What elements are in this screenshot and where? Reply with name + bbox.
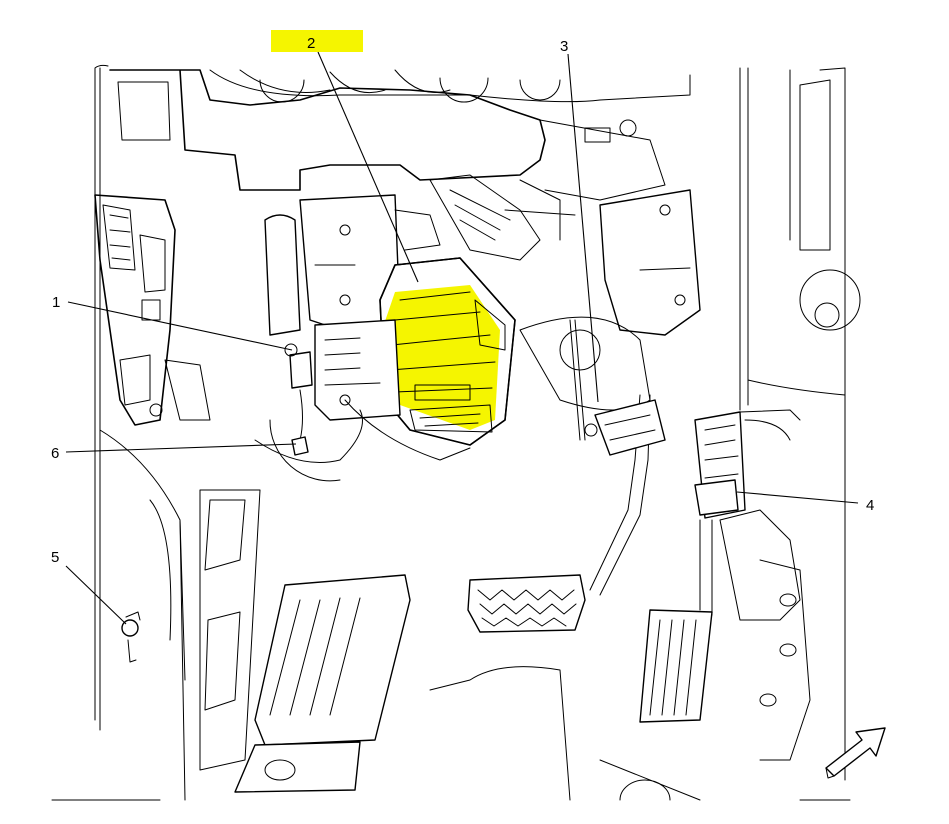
leader-line-2 bbox=[317, 51, 419, 283]
leader-line-1 bbox=[67, 301, 293, 351]
callout-label-2: 2 bbox=[307, 35, 315, 52]
right-a-pillar bbox=[747, 69, 861, 396]
instrument-panel bbox=[109, 69, 691, 241]
leader-line-4 bbox=[736, 491, 859, 504]
leader-line-3 bbox=[567, 53, 599, 403]
callout-label-4: 4 bbox=[866, 497, 874, 514]
accelerator-pedal bbox=[639, 609, 713, 723]
callout-label-6: 6 bbox=[51, 445, 59, 462]
leader-line-6 bbox=[65, 443, 297, 453]
stop-lamp-switch bbox=[694, 409, 801, 616]
callout-label-1: 1 bbox=[52, 294, 60, 311]
forward-arrow-icon bbox=[825, 727, 886, 779]
dead-pedal-footrest bbox=[234, 574, 411, 793]
callout-label-5: 5 bbox=[51, 549, 59, 566]
callout-2-highlight-box bbox=[271, 30, 363, 52]
callout-label-3: 3 bbox=[560, 38, 568, 55]
leader-lines bbox=[65, 51, 859, 625]
leader-line-5 bbox=[65, 565, 127, 625]
brake-pedal-assembly bbox=[467, 319, 666, 633]
left-kick-panel bbox=[94, 194, 211, 681]
callout-labels: 1 2 3 4 5 6 bbox=[51, 30, 874, 566]
fuse-block bbox=[314, 319, 471, 461]
harness-connectors-left bbox=[254, 343, 363, 482]
body-control-module bbox=[378, 257, 516, 446]
ground-stud bbox=[121, 611, 141, 663]
brake-pedal-support bbox=[519, 189, 701, 411]
steering-column-support bbox=[264, 174, 541, 336]
diagram-frame bbox=[51, 64, 851, 801]
floor-panel bbox=[179, 489, 811, 801]
